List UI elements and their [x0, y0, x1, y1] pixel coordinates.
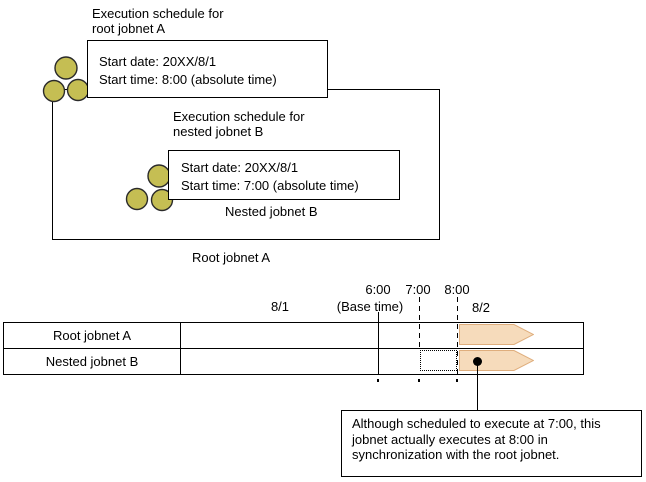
arrow-shape — [459, 324, 534, 345]
root-jobnet-label: Root jobnet A — [192, 250, 271, 265]
date-label-8-2: 8/2 — [471, 300, 491, 315]
line-end-dot — [377, 379, 379, 382]
nested-jobnet-label: Nested jobnet B — [225, 204, 318, 219]
jobnet-icon-circle — [150, 188, 174, 212]
root-execution-arrow — [459, 324, 534, 345]
callout-note: Although scheduled to execute at 7:00, t… — [341, 410, 642, 477]
tick-label-8: 8:00 — [444, 282, 470, 297]
nested-start-date: Start date: 20XX/8/1 — [181, 160, 299, 175]
base-time-line — [378, 312, 379, 375]
root-schedule-note: Start date: 20XX/8/1 Start time: 8:00 (a… — [87, 40, 328, 98]
date-label-8-1: 8/1 — [270, 299, 290, 314]
gantt-label-column-divider — [180, 322, 181, 375]
callout-connector-line — [477, 361, 478, 410]
gantt-row-label-root: Root jobnet A — [52, 328, 132, 343]
tick-label-7: 7:00 — [405, 282, 431, 297]
planned-slot-dotted-box — [420, 350, 457, 371]
line-end-dot — [418, 379, 420, 382]
tick-label-6: 6:00 — [365, 282, 391, 297]
root-schedule-caption: Execution schedule for root jobnet A — [92, 6, 224, 36]
nested-schedule-note: Start date: 20XX/8/1 Start time: 7:00 (a… — [168, 150, 400, 200]
root-jobnet-icon — [42, 56, 90, 103]
time-7-dashed-line — [419, 297, 420, 351]
root-start-date: Start date: 20XX/8/1 — [99, 54, 217, 69]
gantt-row-label-nested: Nested jobnet B — [45, 354, 139, 369]
jobnet-icon-circle — [125, 187, 149, 211]
jobnet-icon-circle — [42, 79, 66, 103]
jobnet-icon-circle — [54, 56, 78, 80]
jobnet-icon-circle — [66, 78, 90, 102]
gantt-row-divider — [3, 348, 584, 349]
root-start-time: Start time: 8:00 (absolute time) — [99, 71, 277, 87]
nested-jobnet-icon — [125, 164, 174, 212]
nested-execution-arrow — [459, 350, 534, 371]
jobnet-icon-circle — [147, 164, 171, 188]
base-time-label: (Base time) — [336, 299, 404, 314]
line-end-dot — [456, 379, 458, 382]
nested-start-time: Start time: 7:00 (absolute time) — [181, 177, 359, 193]
arrow-shape — [459, 350, 534, 371]
time-8-dashed-line — [457, 297, 458, 375]
nested-schedule-caption: Execution schedule for nested jobnet B — [173, 109, 305, 139]
